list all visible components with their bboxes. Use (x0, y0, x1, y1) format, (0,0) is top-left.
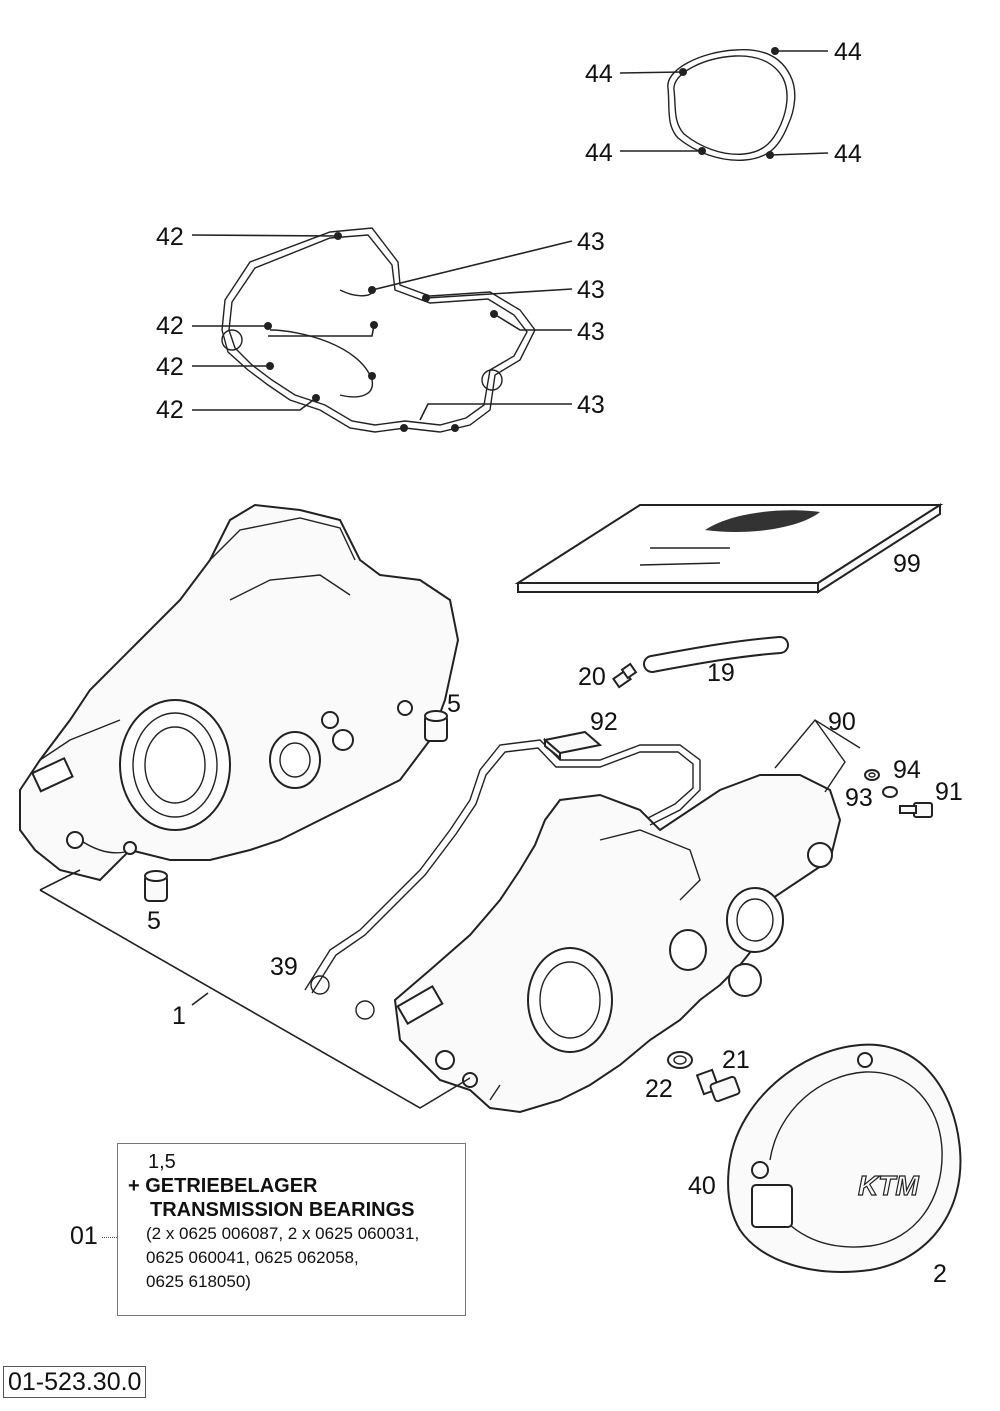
washer (864, 769, 880, 781)
callout-43-d: 43 (577, 391, 605, 419)
callout-91: 91 (935, 778, 963, 806)
drain-plug (695, 1068, 741, 1103)
bearing-bush-upper (424, 710, 448, 742)
callout-93: 93 (845, 784, 873, 812)
callout-44-d: 44 (834, 140, 862, 168)
gasket-kit-booklet (514, 503, 944, 594)
kit-line-items: 1,5 (148, 1151, 176, 1173)
callout-42-a: 42 (156, 223, 184, 251)
kit-leader-line (102, 1237, 117, 1238)
callout-44-a: 44 (585, 60, 613, 88)
callout-43-c: 43 (577, 318, 605, 346)
callout-39: 39 (270, 953, 298, 981)
kit-line-part-numbers-3: 0625 618050) (146, 1272, 251, 1291)
screw (899, 802, 933, 818)
crankcase-gasket (304, 739, 701, 1020)
callout-44-c: 44 (585, 139, 613, 167)
callout-42-c: 42 (156, 353, 184, 381)
callout-1: 1 (172, 1002, 186, 1030)
callout-43-b: 43 (577, 276, 605, 304)
callout-44-b: 44 (834, 38, 862, 66)
diagram-reference-number: 01-523.30.0 (3, 1366, 147, 1398)
callout-2: 2 (933, 1260, 947, 1288)
kit-line-part-numbers-1: (2 x 0625 006087, 2 x 0625 060031, (146, 1224, 420, 1243)
rubber-plug (542, 730, 603, 761)
left-crankcase-half (19, 503, 460, 882)
callout-5-a: 5 (447, 690, 461, 718)
hose-fitting (612, 662, 638, 689)
kit-code-label: 01 (70, 1222, 98, 1250)
ignition-cover: KTM (727, 1043, 962, 1273)
lock-washer (882, 786, 898, 798)
callout-92: 92 (590, 708, 618, 736)
callout-5-b: 5 (147, 907, 161, 935)
callout-19: 19 (707, 659, 735, 687)
callout-42-d: 42 (156, 396, 184, 424)
callout-90: 90 (828, 708, 856, 736)
callout-43-a: 43 (577, 228, 605, 256)
svg-text:KTM: KTM (858, 1170, 919, 1201)
oil-seal-ring (667, 1051, 693, 1069)
breather-hose (643, 636, 789, 673)
kit-line-part-numbers-2: 0625 060041, 0625 062058, (146, 1248, 359, 1267)
ignition-cover-gasket (667, 47, 796, 161)
callout-21: 21 (722, 1046, 750, 1074)
callout-20: 20 (578, 663, 606, 691)
kit-line-getriebelager: + GETRIEBELAGER (128, 1175, 318, 1197)
right-crankcase-half (393, 774, 842, 1114)
callout-99: 99 (893, 550, 921, 578)
kit-description-box: 1,5 + GETRIEBELAGER TRANSMISSION BEARING… (117, 1143, 466, 1316)
callout-40: 40 (688, 1172, 716, 1200)
retaining-clip (774, 719, 861, 793)
crankcase-gasket-set (221, 227, 536, 433)
bearing-bush-lower (144, 870, 168, 902)
callout-94: 94 (893, 756, 921, 784)
kit-line-transmission-bearings: TRANSMISSION BEARINGS (150, 1199, 415, 1221)
callout-42-b: 42 (156, 312, 184, 340)
callout-22: 22 (645, 1075, 673, 1103)
